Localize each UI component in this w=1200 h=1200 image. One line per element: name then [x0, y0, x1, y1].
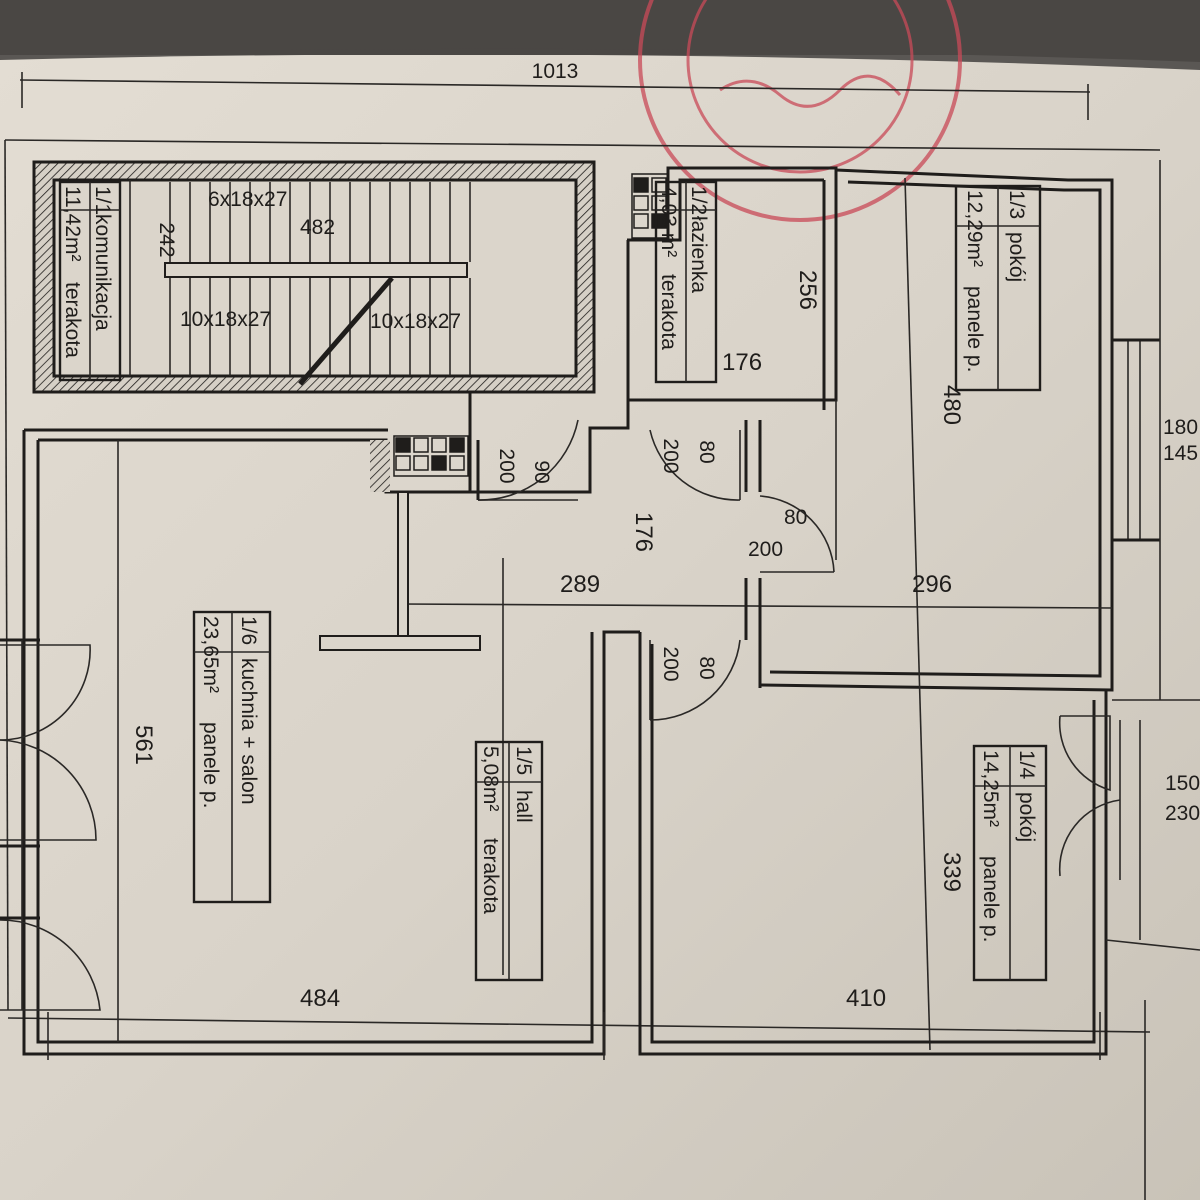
window-1-height: 145 — [1163, 442, 1198, 465]
stair-left-label: 10x18x27 — [180, 308, 271, 331]
svg-text:panele p.: panele p. — [979, 856, 1002, 942]
door-3-width: 80 — [784, 506, 807, 529]
vent-duct-cell — [449, 437, 465, 453]
window-right-upper — [1112, 160, 1200, 701]
svg-text:12,29m²: 12,29m² — [963, 190, 986, 267]
vent-duct-cell — [633, 213, 649, 229]
svg-text:pokój: pokój — [1005, 232, 1028, 282]
svg-text:terakota: terakota — [479, 838, 502, 914]
svg-text:panele p.: panele p. — [199, 722, 222, 808]
svg-text:1/5: 1/5 — [512, 746, 535, 775]
room-label-1-4: 1/4 pokój 14,25m² panele p. — [972, 744, 1048, 982]
room-label-1-1: 1/1 komunikacja 11,42m² terakota — [58, 180, 122, 382]
svg-text:4,03 m²: 4,03 m² — [657, 186, 680, 257]
svg-text:łazienka: łazienka — [687, 216, 710, 293]
official-stamp — [638, 0, 962, 222]
room-label-1-3: 1/3 pokój 12,29m² panele p. — [954, 184, 1042, 392]
window-2-width: 150 — [1165, 772, 1200, 795]
svg-text:terakota: terakota — [61, 282, 84, 358]
door-2 — [649, 429, 741, 501]
vent-duct-cell — [633, 177, 649, 193]
vent-duct-cell — [413, 437, 429, 453]
stair-right-label: 10x18x27 — [370, 310, 461, 333]
svg-text:1/1: 1/1 — [91, 186, 114, 215]
room-label-1-2: 1/2 łazienka 4,03 m² terakota — [654, 180, 718, 384]
svg-text:11,42m²: 11,42m² — [61, 186, 84, 261]
room-pokoj-1-4 — [638, 632, 1108, 1056]
stair-width-dim: 482 — [300, 216, 335, 239]
hall-span-dim: 289 — [560, 571, 600, 598]
door-3 — [759, 495, 835, 573]
door-1 — [476, 419, 579, 501]
door-1-width: 90 — [530, 460, 553, 483]
kitchen-depth-dim: 561 — [130, 725, 157, 765]
vent-duct-cell — [413, 455, 429, 471]
svg-text:hall: hall — [512, 790, 535, 823]
svg-text:panele p.: panele p. — [963, 286, 986, 372]
room14-width-dim: 410 — [846, 985, 886, 1012]
kitchen-width-dim: 484 — [300, 985, 340, 1012]
bath-width-dim: 176 — [722, 349, 762, 376]
stair-top-label: 6x18x27 — [208, 188, 287, 211]
svg-text:komunikacja: komunikacja — [91, 214, 114, 331]
svg-text:kuchnia + salon: kuchnia + salon — [237, 658, 260, 805]
stair-depth-dim: 242 — [155, 222, 178, 257]
door-1-height: 200 — [495, 448, 518, 483]
door-4-height: 200 — [659, 646, 682, 681]
room13-depth-dim: 480 — [938, 385, 965, 425]
svg-text:14,25m²: 14,25m² — [979, 750, 1002, 827]
svg-text:5,08m²: 5,08m² — [479, 746, 502, 811]
svg-text:1/2: 1/2 — [687, 186, 710, 215]
vent-duct-cell — [431, 437, 447, 453]
door-2-height: 200 — [659, 438, 682, 473]
room-hall — [399, 392, 1113, 975]
svg-text:terakota: terakota — [657, 274, 680, 350]
room-pokoj-1-3 — [759, 168, 1114, 1051]
vent-duct-cell — [651, 177, 667, 193]
door-2-width: 80 — [695, 440, 718, 463]
room-lazienka — [626, 166, 838, 560]
door-3-height: 200 — [748, 538, 783, 561]
room-label-1-6: 1/6 kuchnia + salon 23,65m² panele p. — [192, 610, 272, 904]
svg-text:1/6: 1/6 — [237, 616, 260, 645]
window-1-width: 180 — [1163, 416, 1198, 439]
room-komunikacja — [32, 160, 596, 394]
balcony-door-left — [0, 638, 101, 1011]
svg-text:pokój: pokój — [1015, 792, 1038, 842]
bath-depth-dim: 256 — [794, 270, 821, 310]
room14-depth-dim: 339 — [938, 852, 965, 892]
overall-width-dim: 1013 — [532, 60, 579, 83]
vent-duct-cell — [633, 195, 649, 211]
balcony-door-right — [1058, 715, 1200, 951]
vent-duct-cell — [395, 437, 411, 453]
room13-width-dim: 296 — [912, 571, 952, 598]
room-label-1-5: 1/5 hall 5,08m² terakota — [474, 740, 544, 982]
svg-text:23,65m²: 23,65m² — [199, 616, 222, 693]
hall-width-dim: 176 — [630, 512, 657, 552]
window-2-height: 230 — [1165, 802, 1200, 825]
svg-text:1/4: 1/4 — [1015, 750, 1038, 780]
door-4-width: 80 — [695, 656, 718, 679]
vent-duct-cell — [395, 455, 411, 471]
door-4 — [649, 639, 741, 721]
svg-text:1/3: 1/3 — [1005, 190, 1028, 219]
vent-duct-cell — [449, 455, 465, 471]
vent-duct-cell — [431, 455, 447, 471]
